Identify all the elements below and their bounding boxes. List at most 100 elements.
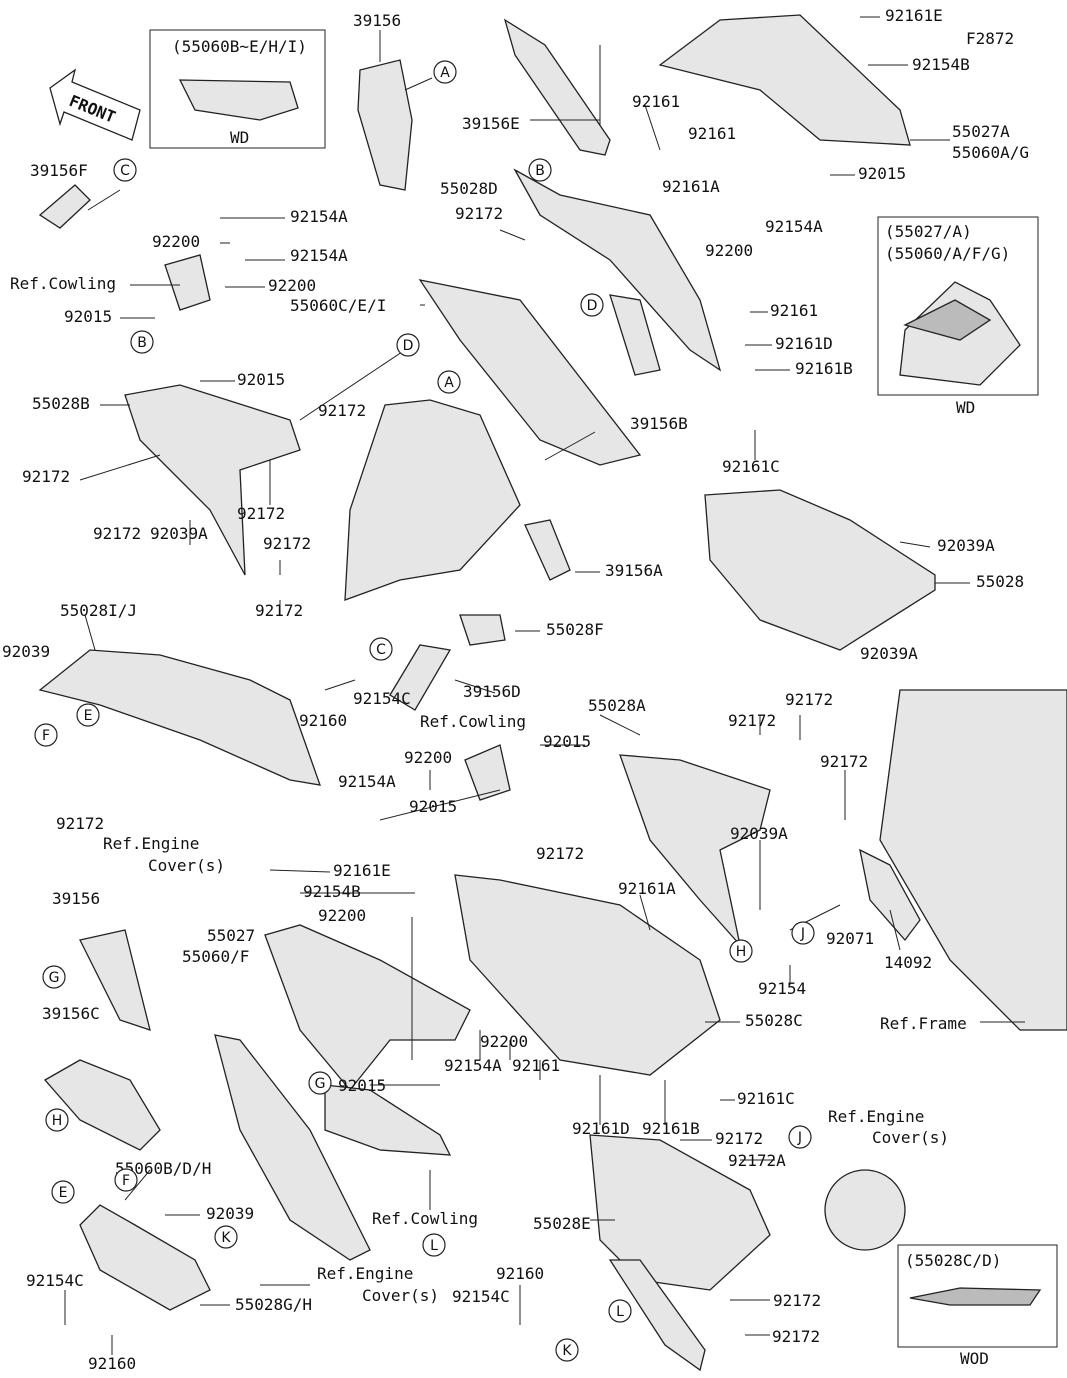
callout-letter: J bbox=[800, 926, 805, 942]
part-label: 92161A bbox=[662, 177, 720, 196]
part-label: 92039 bbox=[206, 1204, 254, 1223]
callout-circle bbox=[34, 723, 58, 747]
callout-letter: A bbox=[440, 65, 450, 81]
part-label: 55028I/J bbox=[60, 601, 137, 620]
part-label: 92200 bbox=[152, 232, 200, 251]
part-label: Cover(s) bbox=[872, 1128, 949, 1147]
part-label: 92161C bbox=[722, 457, 780, 476]
inset-box-wod bbox=[897, 1244, 1058, 1348]
part-label: 92172 bbox=[263, 534, 311, 553]
part-label: 92200 bbox=[404, 748, 452, 767]
callout-letter: D bbox=[587, 298, 598, 314]
callout-b: B bbox=[130, 330, 154, 354]
part-label: Ref.Engine bbox=[828, 1107, 924, 1126]
callout-letter: E bbox=[59, 1185, 68, 1201]
callout-c: C bbox=[369, 637, 393, 661]
part-label: 55027A bbox=[952, 122, 1010, 141]
part-label: 92154C bbox=[452, 1287, 510, 1306]
inset-title-3: (55028C/D) bbox=[905, 1251, 1001, 1270]
callout-letter: G bbox=[315, 1076, 326, 1092]
part-label: 55028B bbox=[32, 394, 90, 413]
part-label: 39156A bbox=[605, 561, 663, 580]
callout-circle bbox=[422, 1233, 446, 1257]
part-label: 92172 bbox=[820, 752, 868, 771]
inset-caption-3: WOD bbox=[960, 1349, 989, 1368]
part-label: 92161A bbox=[618, 879, 676, 898]
part-label: 92154A bbox=[444, 1056, 502, 1075]
callout-letter: B bbox=[137, 335, 147, 351]
callout-d: D bbox=[580, 293, 604, 317]
callout-circle bbox=[729, 939, 753, 963]
part-label: 92172 bbox=[715, 1129, 763, 1148]
inset-title-2b: (55060/A/F/G) bbox=[885, 244, 1010, 263]
part-label: 92154B bbox=[303, 882, 361, 901]
callout-letter: J bbox=[797, 1130, 802, 1146]
part-label: 92071 bbox=[826, 929, 874, 948]
callout-letter: H bbox=[736, 944, 747, 960]
part-label: 55028F bbox=[546, 620, 604, 639]
part-label: 92161E bbox=[885, 6, 943, 25]
part-label: 92160 bbox=[496, 1264, 544, 1283]
callout-circle bbox=[114, 1168, 138, 1192]
part-label: 92172 bbox=[785, 690, 833, 709]
part-label: 39156D bbox=[463, 682, 521, 701]
part-label: 39156C bbox=[42, 1004, 100, 1023]
callout-h: H bbox=[729, 939, 753, 963]
callout-a: A bbox=[437, 370, 461, 394]
callout-circle bbox=[130, 330, 154, 354]
part-label: 55028D bbox=[440, 179, 498, 198]
callout-letter: K bbox=[221, 1230, 231, 1246]
callout-l: L bbox=[422, 1233, 446, 1257]
callout-letter: F bbox=[122, 1173, 130, 1189]
part-label: 92172 bbox=[56, 814, 104, 833]
inset-caption-2: WD bbox=[956, 398, 975, 417]
part-label: 92154B bbox=[912, 55, 970, 74]
callout-a: A bbox=[433, 60, 457, 84]
callout-circle bbox=[433, 60, 457, 84]
part-label: 39156F bbox=[30, 161, 88, 180]
callout-d: D bbox=[396, 333, 420, 357]
part-label: 92161B bbox=[795, 359, 853, 378]
callout-circle bbox=[308, 1071, 332, 1095]
part-label: 92154C bbox=[26, 1271, 84, 1290]
part-label: 92161D bbox=[572, 1119, 630, 1138]
part-label: 39156B bbox=[630, 414, 688, 433]
callout-letter: K bbox=[562, 1343, 572, 1359]
part-label: 55028G/H bbox=[235, 1295, 312, 1314]
callout-circle bbox=[42, 965, 66, 989]
part-label: 92200 bbox=[268, 276, 316, 295]
part-label: 92172 bbox=[255, 601, 303, 620]
inset-box-wd-1 bbox=[149, 29, 326, 149]
callout-letter: C bbox=[120, 163, 130, 179]
part-label: 92161D bbox=[775, 334, 833, 353]
part-label: 92154A bbox=[290, 246, 348, 265]
callout-letter: H bbox=[52, 1113, 63, 1129]
callout-j: J bbox=[791, 921, 815, 945]
part-label: 92015 bbox=[237, 370, 285, 389]
part-label: 92172A bbox=[728, 1151, 786, 1170]
callout-letter: B bbox=[535, 163, 545, 179]
part-label: 92161 bbox=[770, 301, 818, 320]
part-label: 92161B bbox=[642, 1119, 700, 1138]
callout-f: F bbox=[114, 1168, 138, 1192]
callout-circle bbox=[51, 1180, 75, 1204]
callout-j: J bbox=[788, 1125, 812, 1149]
part-label: 92172 bbox=[455, 204, 503, 223]
part-label: 92039A bbox=[937, 536, 995, 555]
part-label: Ref.Frame bbox=[880, 1014, 967, 1033]
parts bbox=[38, 14, 1067, 1372]
part-label: 92154 bbox=[758, 979, 806, 998]
part-label: Cover(s) bbox=[362, 1286, 439, 1305]
part-label: 55028A bbox=[588, 696, 646, 715]
part-label: 14092 bbox=[884, 953, 932, 972]
part-label: 39156 bbox=[353, 11, 401, 30]
callout-k: K bbox=[214, 1225, 238, 1249]
callout-letter: E bbox=[84, 708, 93, 724]
part-label: 92160 bbox=[88, 1354, 136, 1373]
callout-c: C bbox=[113, 158, 137, 182]
part-label: 92015 bbox=[64, 307, 112, 326]
callout-letter: L bbox=[616, 1304, 624, 1320]
part-label: 92172 bbox=[93, 524, 141, 543]
